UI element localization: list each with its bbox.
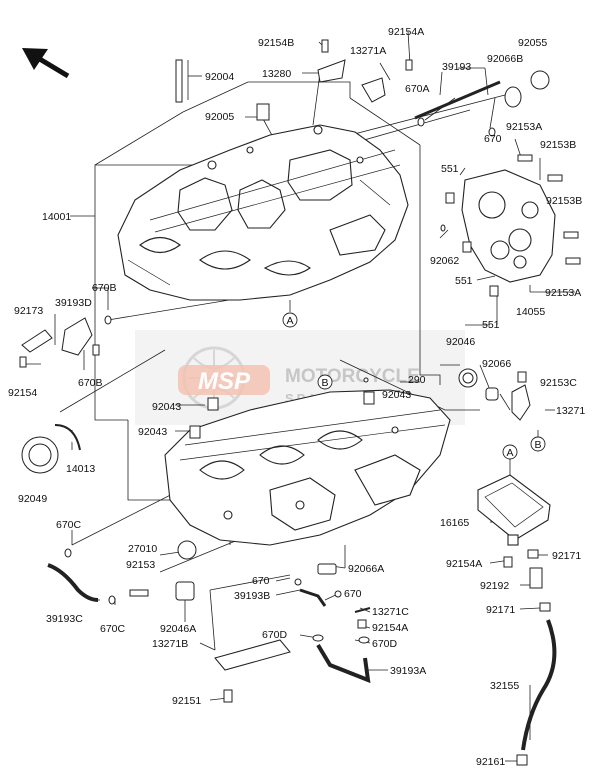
label-670-mid: 670 [252, 575, 270, 587]
lower-crankcase [164, 389, 451, 546]
label-670a: 670A [405, 83, 430, 95]
label-92192: 92192 [480, 580, 509, 592]
label-290: 290 [408, 374, 426, 386]
label-92173: 92173 [14, 305, 43, 317]
label-92066b: 92066B [487, 53, 523, 65]
label-14055: 14055 [516, 306, 545, 318]
callout-b-mid [317, 374, 333, 390]
label-39193a: 39193A [390, 665, 426, 677]
label-92043-low: 92043 [138, 426, 167, 438]
label-92153a-right: 92153A [545, 287, 581, 299]
label-92154a-low: 92154A [372, 622, 408, 634]
label-39193d: 39193D [55, 297, 92, 309]
label-92049: 92049 [18, 493, 47, 505]
label-92154a-right: 92154A [446, 558, 482, 570]
arrow-up-left-icon [22, 48, 70, 79]
label-551-top: 551 [441, 163, 459, 175]
label-92043-left: 92043 [152, 401, 181, 413]
watermark-logo-text: MSP [198, 368, 251, 395]
label-92171-top: 92171 [552, 550, 581, 562]
leader-lines [20, 30, 575, 762]
label-551-mid: 551 [455, 275, 473, 287]
label-13271: 13271 [556, 405, 585, 417]
watermark-line1: MOTORCYCLE [285, 366, 420, 387]
callout-a-upper [282, 312, 298, 328]
label-92154-left: 92154 [8, 387, 37, 399]
callout-a-upper-label: A [286, 315, 293, 327]
reference-callouts [282, 312, 546, 460]
label-92154a-top: 92154A [388, 26, 424, 38]
label-551-low: 551 [482, 319, 500, 331]
upper-crankcase [117, 124, 409, 301]
label-13280: 13280 [262, 68, 291, 80]
small-parts [19, 39, 581, 766]
label-670-top: 670 [484, 133, 502, 145]
label-27010: 27010 [128, 543, 157, 555]
label-670b-top: 670B [92, 282, 117, 294]
label-670d-left: 670D [262, 629, 288, 641]
callout-a-right-label: A [506, 447, 513, 459]
label-670c-low: 670C [100, 623, 126, 635]
label-670b-low: 670B [78, 377, 103, 389]
label-92043-mid: 92043 [382, 389, 411, 401]
label-92154b: 92154B [258, 37, 294, 49]
label-92153: 92153 [126, 559, 155, 571]
label-16165: 16165 [440, 517, 469, 529]
label-39193: 39193 [442, 61, 471, 73]
label-92062: 92062 [430, 255, 459, 267]
right-cover-housing [461, 169, 556, 283]
label-13271c: 13271C [372, 606, 409, 618]
callout-b-right [530, 436, 546, 452]
oil-pan [477, 474, 551, 546]
label-92161: 92161 [476, 756, 505, 768]
label-92046a: 92046A [160, 623, 196, 635]
callout-a-right [502, 444, 518, 460]
label-670-low: 670 [344, 588, 362, 600]
label-39193b: 39193B [234, 590, 270, 602]
part-labels: 92154B 92154A 92055 13271A 92004 13280 3… [8, 26, 585, 768]
label-92066: 92066 [482, 358, 511, 370]
callout-b-mid-label: B [321, 377, 328, 389]
label-92171-low: 92171 [486, 604, 515, 616]
label-670c-top: 670C [56, 519, 82, 531]
label-92005: 92005 [205, 111, 234, 123]
label-92004: 92004 [205, 71, 234, 83]
label-92066a: 92066A [348, 563, 384, 575]
label-92153b-mid: 92153B [546, 195, 582, 207]
label-39193c: 39193C [46, 613, 83, 625]
label-92153a-top: 92153A [506, 121, 542, 133]
label-92153c: 92153C [540, 377, 577, 389]
label-92151: 92151 [172, 695, 201, 707]
label-92055: 92055 [518, 37, 547, 49]
label-13271a: 13271A [350, 45, 386, 57]
label-670d-right: 670D [372, 638, 398, 650]
label-92046: 92046 [446, 336, 475, 348]
label-32155: 32155 [490, 680, 519, 692]
label-14013: 14013 [66, 463, 95, 475]
label-92153b-top: 92153B [540, 139, 576, 151]
callout-b-right-label: B [534, 439, 541, 451]
label-13271b: 13271B [152, 638, 188, 650]
label-14001: 14001 [42, 211, 71, 223]
